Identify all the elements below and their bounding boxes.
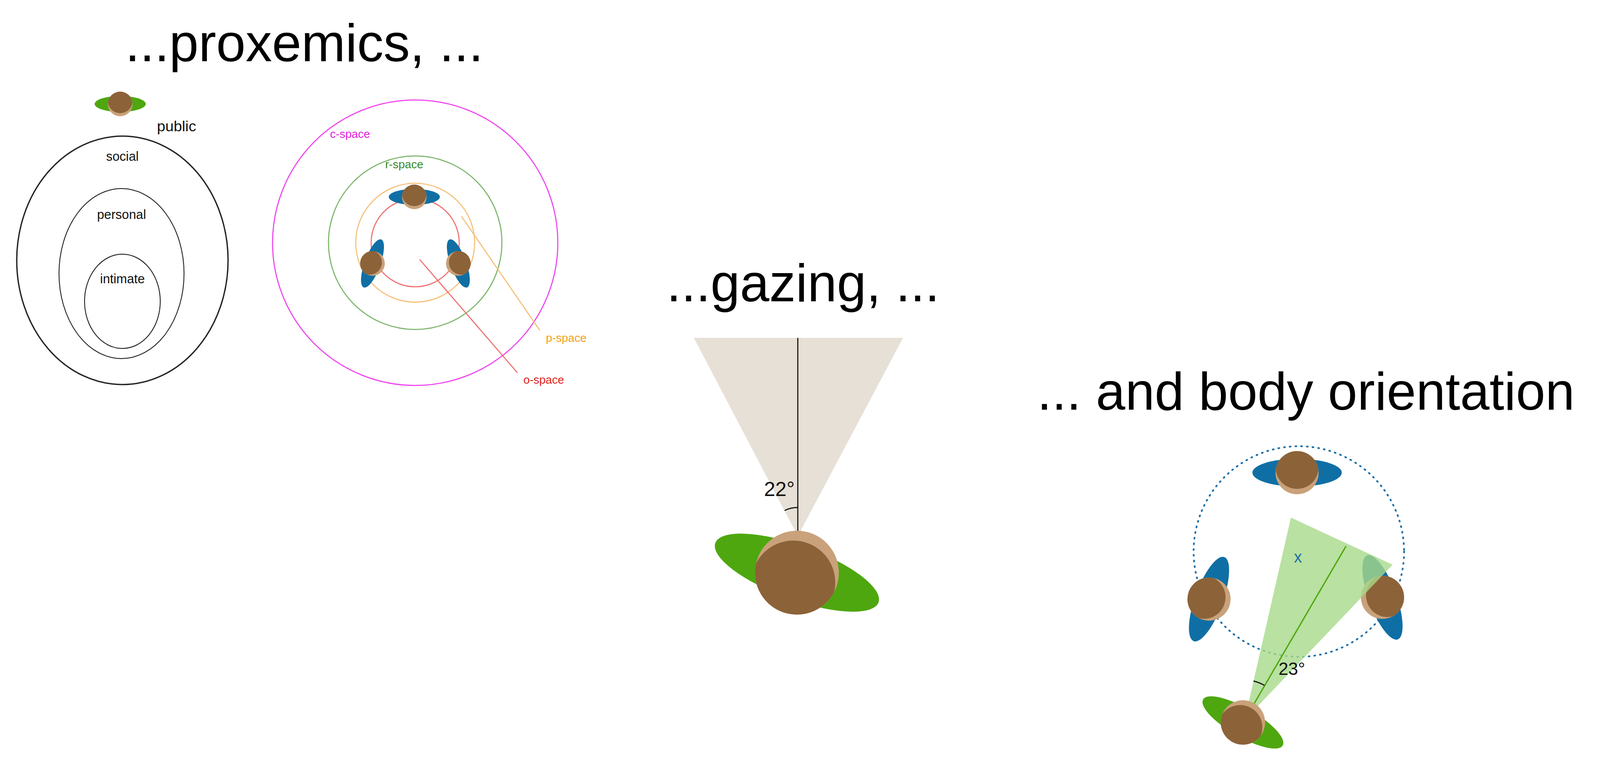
zone-name: personal xyxy=(58,207,185,222)
zone-ellipse: social personal intimate xyxy=(15,134,230,386)
heading: ...proxemics, ... xyxy=(125,13,484,72)
person-right xyxy=(438,234,482,292)
ellipse-outline xyxy=(83,253,162,350)
person-top xyxy=(1252,445,1342,495)
person-gazing xyxy=(697,503,893,652)
zone-name: social xyxy=(15,149,230,164)
space-label: o-space xyxy=(523,373,565,387)
angle-label: 22° xyxy=(763,477,795,501)
heading: ...gazing, ... xyxy=(666,253,940,312)
orientation-cone xyxy=(1244,517,1393,720)
f-formation xyxy=(272,99,558,386)
angle-label: 23° xyxy=(1278,658,1306,679)
zone-ellipse: intimate xyxy=(83,253,162,350)
center-mark: x xyxy=(1294,548,1302,566)
zone-name: intimate xyxy=(83,271,162,287)
zone-label: public xyxy=(157,117,197,135)
person-left xyxy=(1168,547,1245,649)
heading: ... and body orientation xyxy=(1037,361,1575,421)
space-label: p-space xyxy=(545,331,587,345)
zone-ellipse: personal intimate xyxy=(58,187,185,360)
space-label: c-space xyxy=(329,127,370,141)
person-top xyxy=(388,181,440,210)
space-label: r-space xyxy=(385,158,424,171)
person-bottom xyxy=(1189,679,1295,759)
person-left xyxy=(349,234,393,292)
gaze-cone xyxy=(693,337,904,542)
person-public xyxy=(94,88,146,117)
